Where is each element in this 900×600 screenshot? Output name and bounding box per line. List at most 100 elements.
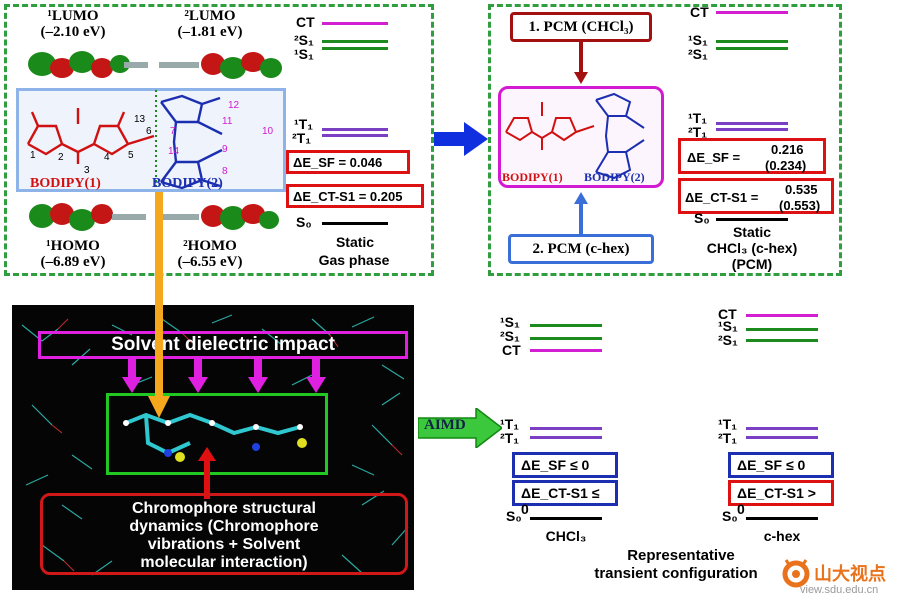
- chex-s2-label: ²S₁: [718, 332, 738, 348]
- pcm-up-arrow: [574, 192, 588, 234]
- chcl3-dE-ct-box: ΔE_CT-S1 ≤ 0: [512, 480, 618, 517]
- chcl3-dE-sf-box: ΔE_SF ≤ 0: [512, 452, 618, 478]
- bodipy-structure-drawing: [26, 90, 223, 190]
- magenta-arrows: [122, 359, 326, 393]
- atom-number-5: 5: [128, 150, 134, 161]
- chcl3-ct-label: CT: [502, 342, 521, 358]
- chcl3-s2-label: ²S₁: [500, 328, 520, 344]
- blue-arrow: [434, 122, 488, 156]
- chex-s2-level: [746, 339, 818, 342]
- pcm-dE-sf-value-chex: (0.234): [765, 158, 807, 173]
- atom-number-9: 9: [222, 144, 228, 155]
- pcm-caption-static: Static: [732, 224, 772, 240]
- atom-number-8: 8: [222, 166, 228, 177]
- homo2-energy: (–6.55 eV): [177, 254, 243, 270]
- atom-number-6: 6: [146, 126, 152, 137]
- pcm-t2-level: [716, 128, 788, 131]
- solvent-molecules-drawing: [21, 314, 409, 576]
- pcm-dE-sf-label: ΔE_SF =: [687, 150, 741, 165]
- lumo2-label: ²LUMO: [184, 8, 236, 24]
- atom-number-2: 2: [58, 152, 64, 163]
- pcm-t1-level: [716, 122, 788, 125]
- chex-t1-label: ¹T₁: [718, 416, 738, 432]
- pcm-chcl3-box: 1. PCM (CHCl₃): [510, 12, 652, 42]
- homo1-label: ¹HOMO: [46, 238, 100, 254]
- atom-number-10: 10: [262, 126, 274, 137]
- orange-down-arrow: [148, 192, 170, 418]
- aimd-arrow: [418, 408, 502, 448]
- gas-s2-level: [322, 40, 388, 43]
- pcm-dE-sf-box: ΔE_SF = 0.216 (0.234): [678, 138, 826, 174]
- pcm-dE-ct-value-chex: (0.553): [779, 198, 821, 213]
- pcm-ct-level: [716, 11, 788, 14]
- pcm-s1-label: ¹S₁: [688, 32, 708, 48]
- pcm-caption-solvent: CHCl₃ (c-hex): [706, 240, 798, 256]
- chcl3-caption: CHCl₃: [545, 528, 587, 544]
- lumo1-energy: (–2.10 eV): [40, 24, 106, 40]
- solvent-dielectric-box: Solvent dielectric impact: [38, 331, 408, 359]
- aimd-caption-transient: transient configuration: [594, 565, 758, 582]
- chcl3-t2-label: ²T₁: [500, 430, 520, 446]
- pcm-caption-pcm: (PCM): [731, 256, 773, 272]
- homo2-label: ²HOMO: [183, 238, 237, 254]
- chcl3-s0-label: S₀: [506, 508, 522, 524]
- chex-dE-ct-box: ΔE_CT-S1 > 0: [728, 480, 834, 517]
- red-up-arrow: [198, 447, 216, 499]
- chex-t2-label: ²T₁: [718, 430, 738, 446]
- pcm-panel: [488, 4, 842, 276]
- homo1-energy: (–6.89 eV): [40, 254, 106, 270]
- chcl3-s0-level: [530, 517, 602, 520]
- lumo2-energy: (–1.81 eV): [177, 24, 243, 40]
- chcl3-s1-level: [530, 324, 602, 327]
- gas-caption-static: Static: [335, 234, 375, 250]
- homo2-orbital-image: [159, 204, 279, 230]
- chex-s1-label: ¹S₁: [718, 318, 738, 334]
- chcl3-s2-level: [530, 337, 602, 340]
- bodipy2-label: BODIPY(2): [152, 176, 223, 191]
- gas-s1-label: ¹S₁: [294, 46, 314, 62]
- aimd-label: AIMD: [424, 417, 466, 433]
- chex-t1-level: [746, 427, 818, 430]
- chex-s0-label: S₀: [722, 508, 738, 524]
- atom-number-11: 11: [222, 116, 233, 127]
- pcm-dE-ct-label: ΔE_CT-S1 =: [685, 190, 759, 205]
- bodipy1-label: BODIPY(1): [30, 176, 101, 191]
- atom-number-13: 13: [134, 114, 146, 125]
- chcl3-t2-level: [530, 436, 602, 439]
- pcm-s0-label: S₀: [694, 210, 710, 226]
- pcm-t2-label: ²T₁: [688, 124, 708, 140]
- lumo1-orbital-image: [28, 51, 148, 78]
- gas-s1-level: [322, 47, 388, 50]
- watermark-url: view.sdu.edu.cn: [800, 584, 879, 596]
- pcm-s1-level: [716, 40, 788, 43]
- md-snapshot: Solvent dielectric impact Chromophore st…: [12, 305, 414, 590]
- gas-dE-sf-box: ΔE_SF = 0.046: [286, 150, 410, 174]
- pcm-s2-level: [716, 47, 788, 50]
- atom-number-1: 1: [30, 150, 36, 161]
- chex-dE-sf-box: ΔE_SF ≤ 0: [728, 452, 834, 478]
- gas-t2-level: [322, 134, 388, 137]
- chcl3-s1-label: ¹S₁: [500, 314, 520, 330]
- chcl3-t1-label: ¹T₁: [500, 416, 520, 432]
- chromo-line-4: molecular interaction): [140, 554, 308, 571]
- gas-caption-phase: Gas phase: [318, 252, 390, 268]
- pcm-chex-box: 2. PCM (c-hex): [508, 234, 654, 264]
- chromophore-box: [106, 393, 328, 475]
- pcm-bodipy2-label: BODIPY(2): [584, 170, 645, 184]
- chromo-line-3: vibrations + Solvent: [147, 536, 301, 553]
- homo1-orbital-image: [29, 203, 146, 231]
- atom-number-4: 4: [104, 152, 110, 163]
- chex-caption: c-hex: [763, 528, 801, 544]
- gas-t1-label: ¹T₁: [294, 116, 314, 132]
- pcm-down-arrow: [574, 42, 588, 84]
- pcm-s0-level: [716, 218, 788, 221]
- gas-s2-label: ²S₁: [294, 32, 314, 48]
- watermark-text: 山大视点: [814, 564, 886, 584]
- atom-number-12: 12: [228, 100, 240, 111]
- pcm-t1-label: ¹T₁: [688, 110, 708, 126]
- pcm-ct-label: CT: [690, 4, 709, 20]
- gas-t2-label: ²T₁: [292, 130, 312, 146]
- chcl3-ct-level: [530, 349, 602, 352]
- atom-number-3: 3: [84, 165, 90, 176]
- pcm-dE-sf-value: 0.216: [771, 142, 804, 157]
